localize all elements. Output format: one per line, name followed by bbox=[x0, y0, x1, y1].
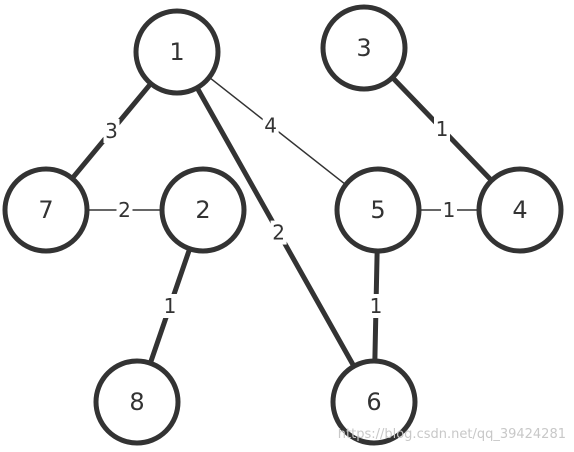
node-circle-8 bbox=[93, 358, 181, 446]
node-circle-4 bbox=[476, 166, 564, 254]
edge-weight-label-5-4: 1 bbox=[443, 198, 456, 222]
node-circle-2 bbox=[159, 166, 247, 254]
edge-5-6: 1 bbox=[368, 248, 384, 364]
edge-weight-label-7-2: 2 bbox=[118, 198, 131, 222]
nodes-layer: 1 3 7 2 5 4 8 6 bbox=[2, 4, 564, 446]
edge-label-bg-1-5 bbox=[262, 113, 279, 138]
edge-1-6: 2 bbox=[194, 85, 357, 369]
node-circle-3 bbox=[320, 4, 408, 92]
edges-layer: 3 4 2 1 2 1 1 1 bbox=[69, 75, 495, 369]
node-label-8: 8 bbox=[129, 388, 144, 416]
edge-weight-label-3-4: 1 bbox=[436, 117, 449, 141]
edge-label-bg-5-4 bbox=[441, 198, 457, 222]
node-3: 3 bbox=[320, 4, 408, 92]
edge-1-5: 4 bbox=[208, 76, 347, 186]
edge-label-bg-1-6 bbox=[270, 220, 287, 245]
node-label-5: 5 bbox=[370, 196, 385, 224]
node-7: 7 bbox=[2, 166, 90, 254]
edge-label-bg-2-8 bbox=[162, 294, 178, 318]
edge-1-7: 3 bbox=[69, 81, 154, 181]
edge-3-4: 1 bbox=[389, 75, 495, 183]
edge-label-bg-5-6 bbox=[368, 294, 384, 318]
node-label-1: 1 bbox=[169, 38, 184, 66]
node-circle-5 bbox=[334, 166, 422, 254]
edge-2-8: 1 bbox=[147, 246, 193, 366]
node-label-7: 7 bbox=[38, 196, 53, 224]
node-8: 8 bbox=[93, 358, 181, 446]
node-4: 4 bbox=[476, 166, 564, 254]
edge-weight-label-2-8: 1 bbox=[164, 294, 177, 318]
edge-label-bg-3-4 bbox=[434, 117, 450, 141]
node-label-3: 3 bbox=[356, 34, 371, 62]
node-circle-1 bbox=[133, 8, 221, 96]
node-label-2: 2 bbox=[195, 196, 210, 224]
watermark-text: https://blog.csdn.net/qq_39424281 bbox=[338, 427, 566, 442]
node-circle-7 bbox=[2, 166, 90, 254]
node-1: 1 bbox=[133, 8, 221, 96]
edge-label-bg-1-7 bbox=[103, 119, 120, 143]
edge-label-bg-7-2 bbox=[116, 198, 133, 222]
edge-weight-label-5-6: 1 bbox=[370, 294, 383, 318]
node-2: 2 bbox=[159, 166, 247, 254]
edge-weight-label-1-5: 4 bbox=[264, 114, 277, 138]
node-label-4: 4 bbox=[512, 196, 527, 224]
node-5: 5 bbox=[334, 166, 422, 254]
node-label-6: 6 bbox=[366, 388, 381, 416]
edge-weight-label-1-7: 3 bbox=[105, 119, 118, 143]
edge-7-2: 2 bbox=[86, 198, 163, 222]
edge-5-4: 1 bbox=[418, 198, 480, 222]
node-6: 6 bbox=[330, 358, 418, 446]
node-circle-6 bbox=[330, 358, 418, 446]
edge-weight-label-1-6: 2 bbox=[272, 221, 285, 245]
